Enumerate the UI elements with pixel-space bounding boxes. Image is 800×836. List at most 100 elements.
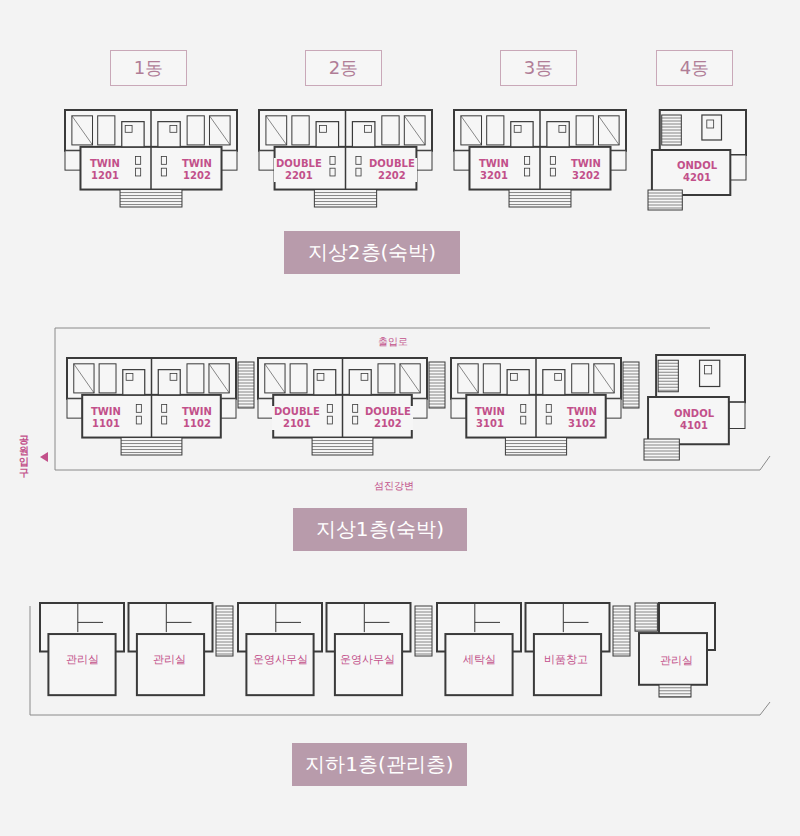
hatch-line xyxy=(238,383,254,384)
hatch-line xyxy=(658,378,678,379)
wall-line xyxy=(475,622,500,623)
hatch-line xyxy=(658,366,678,367)
floor-name: 지상2층(숙박) xyxy=(308,239,436,266)
unit-body xyxy=(652,150,730,195)
fixture xyxy=(317,374,324,381)
hatch-line xyxy=(238,389,254,390)
hatch-line xyxy=(613,642,630,643)
hatch-line xyxy=(312,446,373,447)
hatch-line xyxy=(415,639,432,640)
hatch-line xyxy=(121,452,182,453)
hatch-line xyxy=(613,615,630,616)
fixture xyxy=(136,168,141,176)
bed-mark xyxy=(400,364,420,393)
fixture xyxy=(170,374,177,381)
hatch-line xyxy=(658,363,678,364)
hatch-line xyxy=(623,389,639,390)
hatch-line xyxy=(429,380,445,381)
hatch-line xyxy=(648,205,682,206)
bed xyxy=(404,116,425,145)
bed-mark xyxy=(74,364,94,393)
room-label: TWIN 1102 xyxy=(180,406,214,430)
hatch-line xyxy=(429,401,445,402)
hatch-line xyxy=(509,204,571,205)
hatch-line xyxy=(238,371,254,372)
fixture xyxy=(361,374,368,381)
bed xyxy=(572,364,589,393)
hatch-line xyxy=(415,621,432,622)
deck xyxy=(509,190,571,207)
deck xyxy=(312,438,373,455)
basement-room xyxy=(246,634,313,695)
bed xyxy=(458,364,478,393)
fixture xyxy=(525,157,530,165)
bed-mark xyxy=(458,364,478,393)
hatch-line xyxy=(635,621,657,622)
balcony xyxy=(412,399,427,418)
hatch-line xyxy=(216,654,233,655)
hatch-line xyxy=(623,398,639,399)
hatch-line xyxy=(648,196,682,197)
bed-mark xyxy=(209,116,230,145)
hatch-line xyxy=(415,645,432,646)
fixture xyxy=(546,416,551,424)
building-name: 4동 xyxy=(680,56,709,80)
balcony xyxy=(65,151,80,170)
fixture xyxy=(514,126,521,133)
hatch-line xyxy=(238,404,254,405)
hatch-line xyxy=(635,606,657,607)
hatch-line xyxy=(429,386,445,387)
bed xyxy=(209,116,230,145)
hatch-line xyxy=(505,446,566,447)
deck xyxy=(623,362,639,408)
hatch-line xyxy=(415,642,432,643)
hatch-line xyxy=(238,365,254,366)
deck xyxy=(613,606,630,656)
hatch-line xyxy=(623,392,639,393)
bathroom xyxy=(123,370,145,395)
hatch-line xyxy=(312,443,373,444)
hatch-line xyxy=(216,639,233,640)
hatch-line xyxy=(121,443,182,444)
bathroom xyxy=(316,122,338,147)
hatch-line xyxy=(613,618,630,619)
hatch-line xyxy=(623,383,639,384)
wall-line xyxy=(563,603,564,632)
hatch-line xyxy=(120,192,182,193)
room-label: TWIN 3101 xyxy=(473,406,507,430)
bed-mark xyxy=(598,116,619,145)
hatch-line xyxy=(505,452,566,453)
hatch-line xyxy=(613,636,630,637)
hatch-line xyxy=(613,645,630,646)
fixture xyxy=(356,168,361,176)
building-name: 1동 xyxy=(134,56,163,80)
fixture xyxy=(511,374,518,381)
hatch-line xyxy=(216,636,233,637)
fixture xyxy=(705,366,712,374)
hatch-line xyxy=(238,395,254,396)
hatch-line xyxy=(659,687,691,688)
hatch-line xyxy=(613,651,630,652)
hatch-line xyxy=(648,202,682,203)
hatch-line xyxy=(623,368,639,369)
hatch-line xyxy=(314,201,376,202)
hatch-line xyxy=(312,440,373,441)
bed-mark xyxy=(404,116,425,145)
hatch-line xyxy=(238,380,254,381)
fixture xyxy=(550,168,555,176)
hatch-line xyxy=(415,627,432,628)
bed xyxy=(265,364,285,393)
bathroom xyxy=(352,122,374,147)
balcony xyxy=(454,151,469,170)
hatch-line xyxy=(120,195,182,196)
hatch-line xyxy=(415,618,432,619)
bed xyxy=(461,116,482,145)
hatch-line xyxy=(238,407,254,408)
room-label: 관리실 xyxy=(658,653,695,668)
hatch-line xyxy=(648,193,682,194)
hatch-line xyxy=(429,404,445,405)
floor-name: 지상1층(숙박) xyxy=(316,516,444,543)
deck xyxy=(658,360,678,392)
floor-name: 지하1층(관리층) xyxy=(305,751,453,778)
